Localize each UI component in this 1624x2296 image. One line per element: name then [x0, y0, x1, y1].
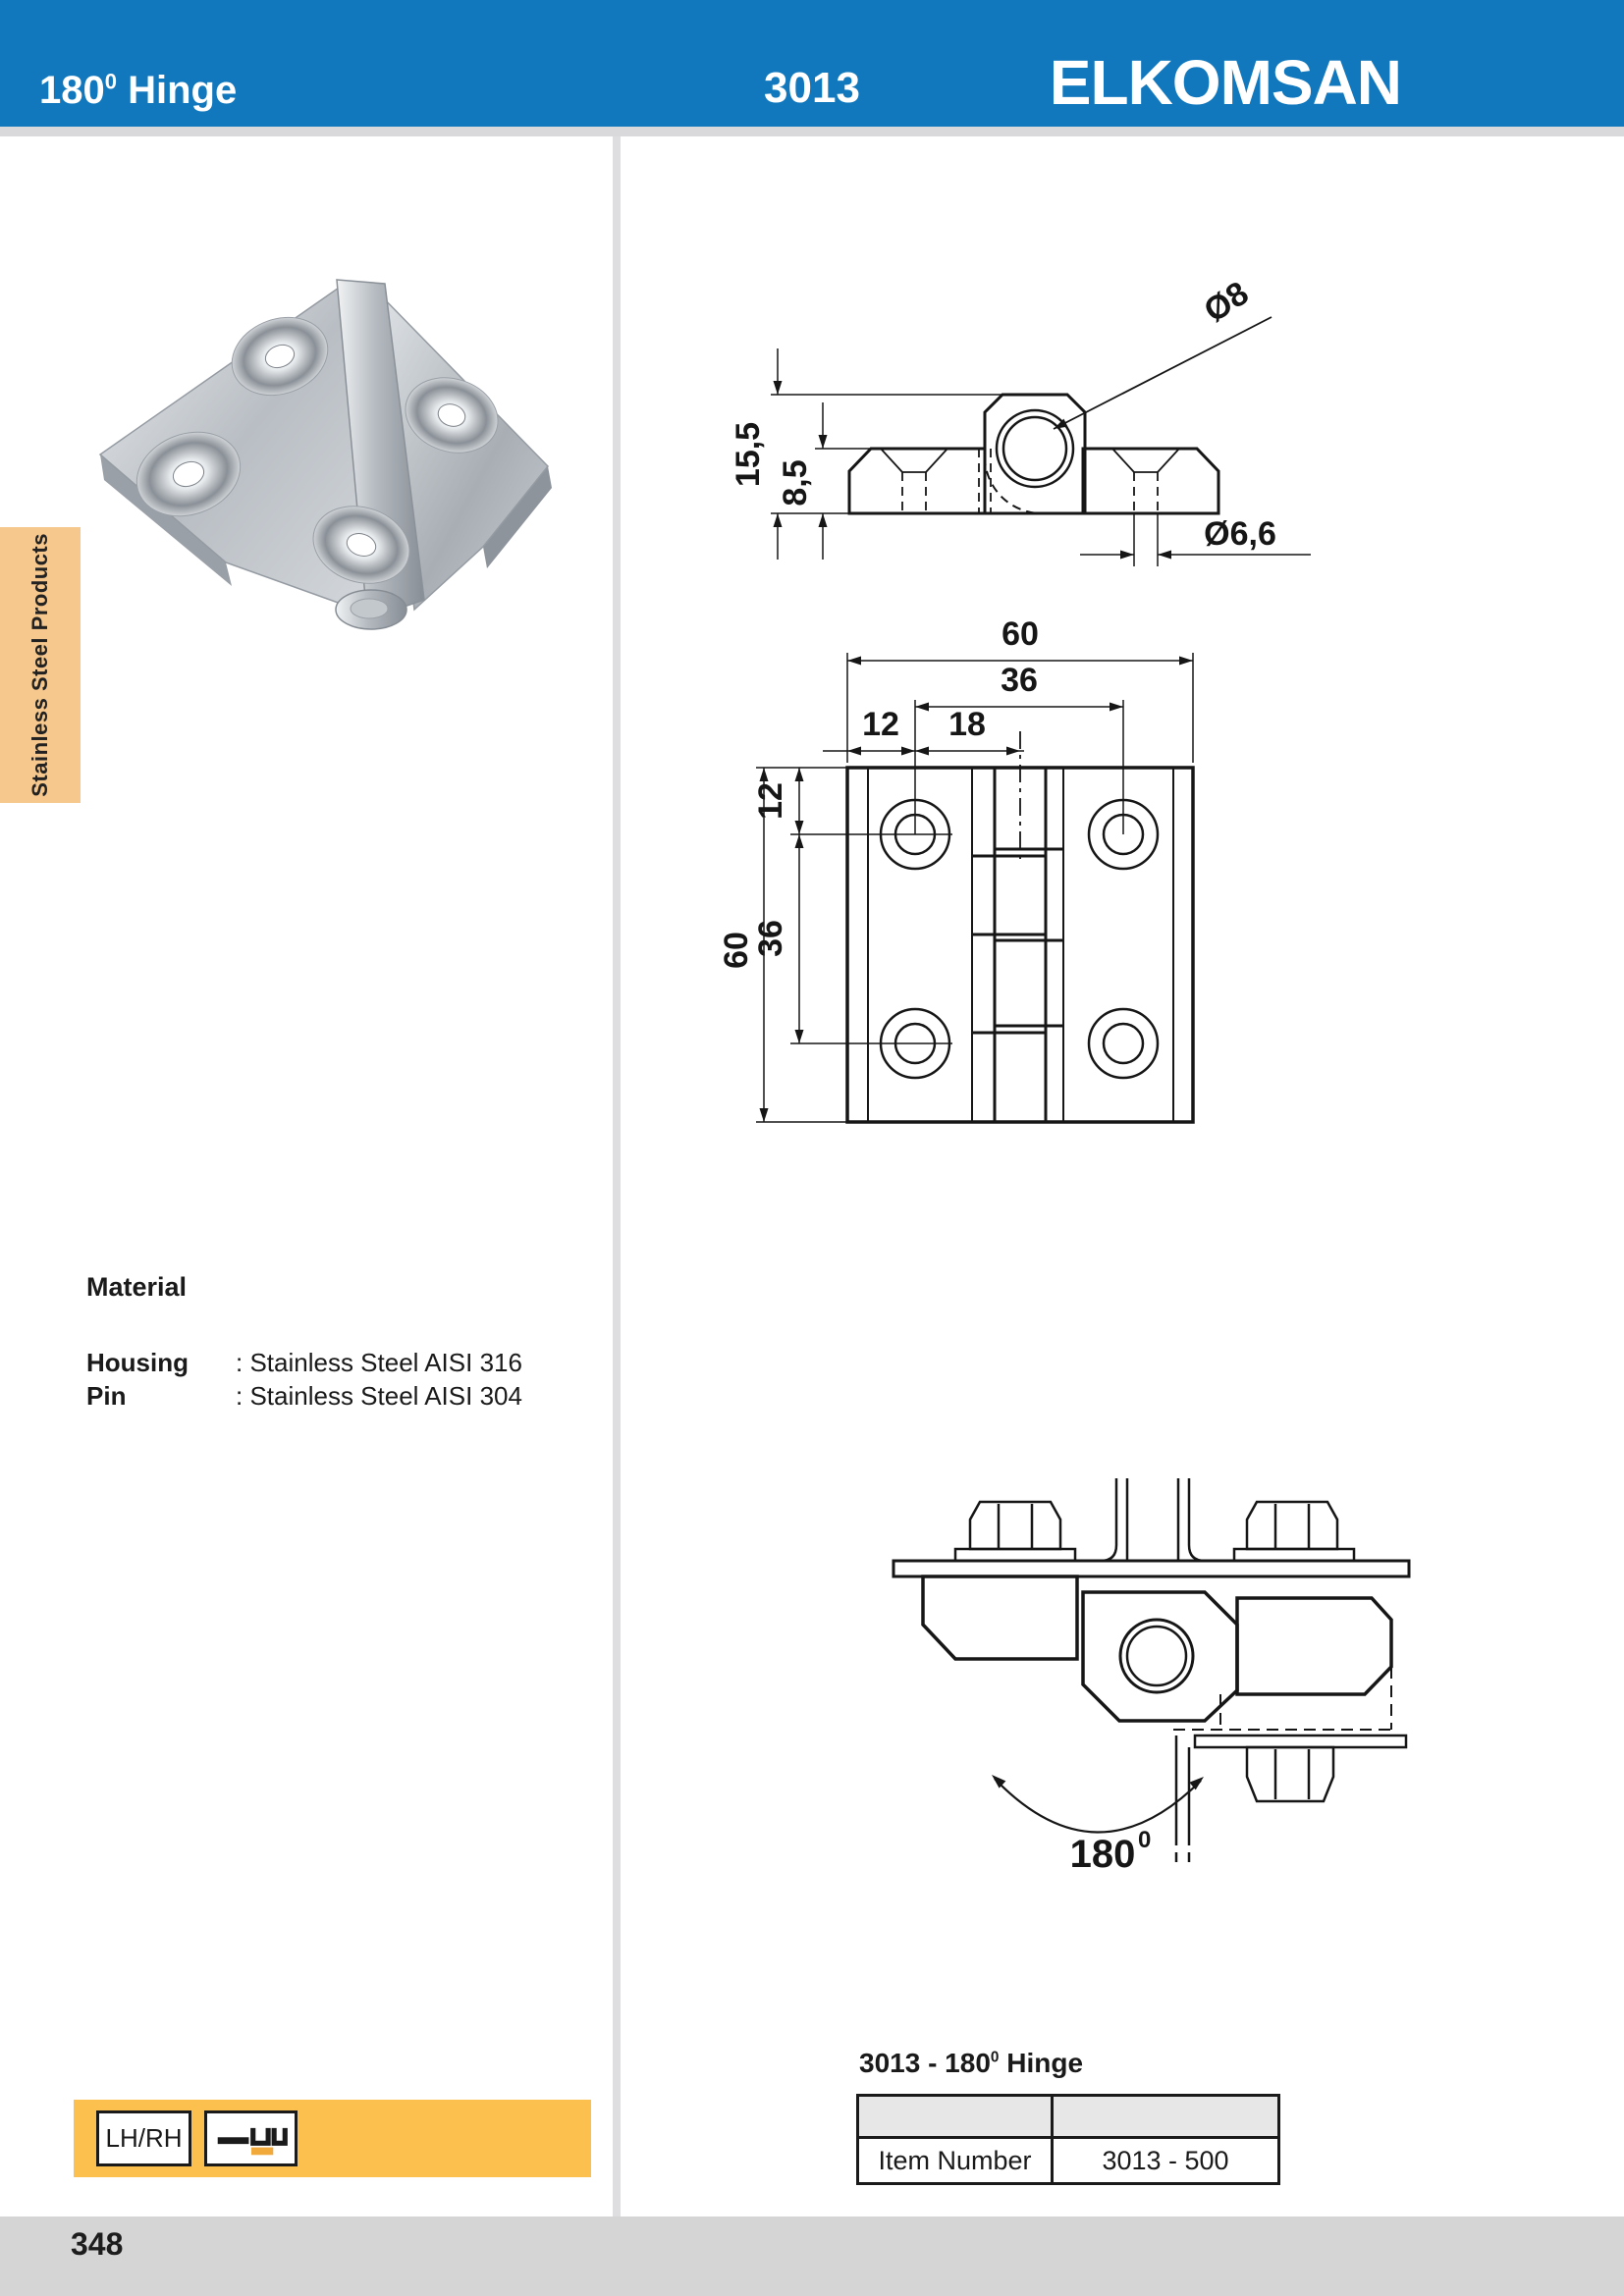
item-table: Item Number 3013 - 500 [856, 2094, 1280, 2185]
product-photo [98, 279, 552, 630]
dim-pin-diameter: Ø8 [1198, 274, 1256, 330]
item-number-value: 3013 - 500 [1102, 2145, 1229, 2175]
rotation-angle-sup: 0 [1138, 1827, 1151, 1853]
table-header-row [859, 2097, 1277, 2139]
table-header-cell [1054, 2097, 1277, 2136]
table-row: Item Number 3013 - 500 [859, 2139, 1277, 2182]
page-footer: 348 [0, 2216, 1624, 2296]
material-value: : Stainless Steel AISI 316 [236, 1348, 522, 1377]
page-number: 348 [71, 2226, 124, 2262]
product-title-rest: Hinge [117, 69, 238, 112]
material-heading: Material [86, 1272, 188, 1302]
brand-logo: ELKOMSAN [1049, 47, 1402, 118]
dim-overall-height-front: 60 [718, 932, 755, 969]
countersunk-holes [135, 316, 499, 584]
material-section: Material Housing : Stainless Steel AISI … [86, 1272, 522, 1413]
material-value: : Stainless Steel AISI 304 [236, 1381, 522, 1411]
category-label: Stainless Steel Products [27, 533, 52, 797]
dim-top-to-hole: 12 [752, 782, 789, 820]
mounting-badge [204, 2110, 298, 2166]
panel-divider [613, 136, 621, 2216]
dim-edge-to-hole: 12 [862, 706, 899, 743]
product-title-sup: 0 [104, 69, 117, 94]
table-title-sup: 0 [990, 2049, 1000, 2066]
dim-overall-height: 15,5 [730, 422, 767, 487]
table-title-rest: Hinge [999, 2048, 1084, 2078]
page-header: 1800 Hinge 3013 ELKOMSAN [0, 0, 1624, 127]
material-label: Housing [86, 1348, 189, 1377]
dim-hole-spacing-h: 36 [1001, 662, 1038, 699]
handing-badge: LH/RH [96, 2110, 191, 2166]
side-view-drawing: Ø8 15,5 8,5 Ø6,6 [730, 274, 1311, 566]
table-title: 3013 - 1800 Hinge [859, 2048, 1083, 2079]
item-number-label: Item Number [859, 2139, 1054, 2182]
handing-label: LH/RH [105, 2123, 183, 2153]
product-title-base: 180 [39, 69, 105, 112]
dim-overall-width: 60 [1001, 615, 1039, 653]
product-title: 1800 Hinge [39, 69, 237, 113]
badge-bar: LH/RH [74, 2100, 591, 2177]
model-number: 3013 [764, 64, 860, 112]
mounted-view-drawing: 180 0 [892, 1478, 1411, 1876]
material-row: Pin : Stainless Steel AISI 304 [86, 1379, 522, 1413]
material-label: Pin [86, 1381, 127, 1411]
rotation-angle: 180 [1070, 1833, 1136, 1876]
dim-hole-spacing-v: 36 [752, 920, 789, 957]
door-mount-icon [217, 2127, 288, 2155]
header-underline [0, 127, 1624, 136]
table-title-base: 3013 - 180 [859, 2048, 991, 2078]
dim-hole-diameter: Ø6,6 [1204, 515, 1276, 553]
category-tab: Stainless Steel Products [0, 527, 81, 803]
table-header-cell [859, 2097, 1054, 2136]
front-view-drawing: 60 36 12 18 12 36 60 [718, 615, 1195, 1124]
dim-hole-to-center: 18 [948, 706, 986, 743]
material-row: Housing : Stainless Steel AISI 316 [86, 1346, 522, 1379]
dim-leaf-height: 8,5 [777, 459, 814, 506]
